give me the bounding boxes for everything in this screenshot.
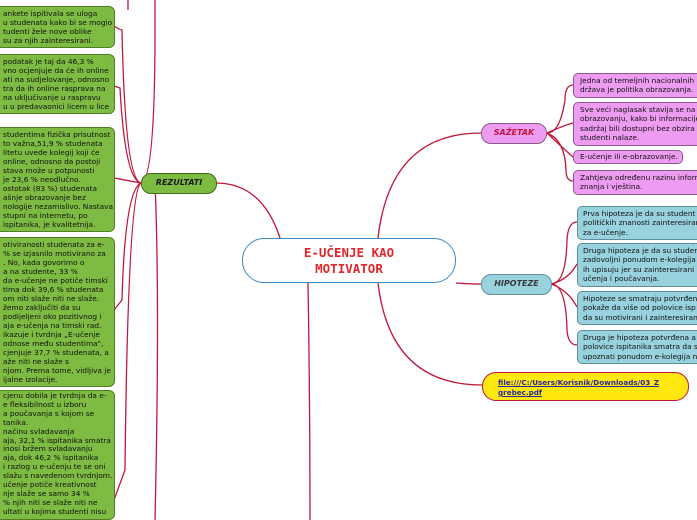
item-text: vno ocjenjuje da će ih online: [3, 66, 109, 75]
item-text: podijeljeni oko pozitivnog i: [3, 312, 102, 321]
item-text: načinu svladavanja: [3, 426, 75, 436]
item-text: inosi bržem svladavanju: [3, 444, 93, 454]
item-text: na uključivanje u raspravu: [3, 93, 101, 102]
item-text: tima dok 39,6 % studenata: [3, 285, 104, 294]
item-text: studenti nalaze.: [580, 133, 640, 143]
item-text: država je politika obrazovanja.: [580, 85, 694, 95]
central-title-line: E-UČENJE KAO: [303, 245, 395, 260]
hipoteze-node[interactable]: HIPOTEZE: [481, 274, 552, 295]
item-text: pokaže da više od polovice isp: [583, 303, 696, 313]
item-text: ašnje obrazovanje bez: [3, 193, 86, 202]
item-text: upoznati ponudom e-kolegija n: [583, 351, 697, 361]
rezultati-item-5[interactable]: cjenu dobila je tvrdnja da e-e fleksibil…: [0, 390, 115, 520]
item-text: studentima fizička prisutnost: [3, 130, 111, 139]
item-text: litetu uvede kolegij koji će: [3, 148, 100, 157]
item-text: da e-učenje ne potiče timski: [3, 276, 108, 285]
item-text: političkih znanosti zainteresiran: [583, 218, 697, 228]
item-text: cjenu dobila je tvrdnja da e-: [3, 391, 107, 400]
item-text: su za njih zainteresirani.: [3, 36, 94, 45]
item-text: nologije nezamislivo. Nastava: [3, 202, 114, 211]
item-text: da su motivirani i zainteresiran: [583, 312, 697, 322]
item-text: online, odnosno da postoji: [3, 157, 101, 166]
sazetak-item-3[interactable]: E-učenje ili e-obrazovanje.: [573, 150, 683, 165]
item-text: Druga je hipoteza potvrđena a: [583, 333, 696, 342]
item-text: aja, 32,1 % ispitanika smatra: [3, 435, 111, 445]
item-text: znanja i vještina.: [580, 182, 643, 192]
item-text: Jedna od temeljnih nacionalnih: [580, 76, 695, 85]
item-text: za e-učenje.: [583, 227, 628, 237]
item-text: je 23,6 % neodlučno.: [3, 175, 81, 184]
item-text: . No, kada govorimo o: [3, 258, 85, 267]
item-text: otiviranosti studenata za e-: [3, 240, 105, 249]
item-text: % se izjasnilo motivirano za: [3, 249, 106, 258]
item-text: Druga hipoteza je da su studen: [583, 246, 697, 255]
item-text: aja e-učenja na timski rad.: [3, 321, 102, 330]
item-text: E-učenje ili e-obrazovanje.: [580, 152, 678, 161]
item-text: aže niti ne slaže s: [3, 357, 69, 366]
item-text: obrazovanju, kako bi informacije: [580, 114, 697, 124]
item-text: % njih niti se slaže niti ne: [3, 497, 98, 507]
item-text: i razlog u e-učenju te se oni: [3, 462, 106, 472]
item-text: u studenata kako bi se mogio: [3, 18, 113, 27]
item-text: tra da ih online rasprava na: [3, 84, 106, 93]
item-text: a na studente, 33 %: [3, 267, 78, 276]
item-text: tudenti žele nove oblike: [3, 27, 92, 36]
item-text: Prva hipoteza je da su student: [583, 209, 696, 218]
item-text: om niti slaže niti ne slaže.: [3, 294, 100, 303]
central-topic[interactable]: E-UČENJE KAO MOTIVATOR: [242, 238, 456, 283]
item-text: aja, dok 46,2 % ispitanika: [3, 453, 99, 463]
item-text: podatak je taj da 46,3 %: [3, 57, 94, 66]
item-text: žemo zaključiti da su: [3, 303, 81, 312]
node-label: HIPOTEZE: [494, 279, 539, 288]
item-text: cjenjuje 37,7 % studenata, a: [3, 348, 109, 357]
node-label: SAŽETAK: [493, 128, 535, 137]
item-text: polovice ispitanika smatra da s: [583, 342, 697, 352]
file-link[interactable]: file:///C:/Users/Korisnik/Downloads/03_Z…: [482, 372, 689, 401]
item-text: nje slaže se samo 34 %: [3, 488, 90, 498]
item-text: učenje potiče kreativnost: [3, 480, 97, 490]
item-text: u u predavaonici licem u lice: [3, 102, 110, 111]
link-text: grebec.pdf: [498, 388, 542, 397]
link-text: file:///C:/Users/Korisnik/Downloads/03_Z: [498, 378, 660, 387]
item-text: Zahtjeva određenu razinu inform: [580, 173, 697, 182]
item-text: odnose među studentima",: [3, 339, 104, 348]
central-title-line: MOTIVATOR: [315, 261, 383, 276]
item-text: učenja i poučavanja.: [583, 274, 660, 284]
sazetak-node[interactable]: SAŽETAK: [481, 123, 547, 144]
node-label: REZULTATI: [155, 178, 203, 187]
item-text: Sve veći naglasak stavija se na: [580, 105, 696, 114]
item-text: ati na sudjelovanje, odnosno: [3, 75, 110, 84]
item-text: njom. Prema tome, vidljiva je: [3, 366, 111, 375]
item-text: tanika.: [3, 417, 29, 427]
rezultati-item-4[interactable]: otiviranosti studenata za e-% se izjasni…: [0, 237, 115, 387]
item-text: ispitanika, je kvalitetnija.: [3, 220, 96, 229]
item-text: Hipoteze se smatraju potvrđen: [583, 294, 697, 303]
item-text: slažu s navedenom tvrdnjom.: [3, 471, 113, 481]
item-text: sadržaj bili dostupni bez obzira: [580, 123, 695, 133]
item-text: ijalne izolacije.: [3, 375, 58, 384]
item-text: stava može u potpunosti: [3, 166, 95, 175]
item-text: zadovoljni ponudom e-kolegija: [583, 255, 696, 265]
item-text: ultati u kojima studenti nisu: [3, 506, 107, 516]
rezultati-node[interactable]: REZULTATI: [141, 173, 217, 194]
item-text: a poučavanja s kojom se: [3, 408, 95, 418]
item-text: ankete ispitivala se uloga: [3, 9, 98, 18]
item-text: to važna,51,9 % studenata: [3, 139, 103, 148]
item-text: e fleksibilnost u izboru: [3, 399, 87, 409]
rezultati-item-2[interactable]: podatak je taj da 46,3 %vno ocjenjuje da…: [0, 54, 115, 114]
item-text: ostotak (83 %) studenata: [3, 184, 98, 193]
item-text: ih upisuju jer su zainteresirani: [583, 264, 695, 274]
item-text: stupni na internetu, po: [3, 211, 88, 220]
item-text: ikazuje i tvrdnja „E-učenje: [3, 330, 100, 339]
